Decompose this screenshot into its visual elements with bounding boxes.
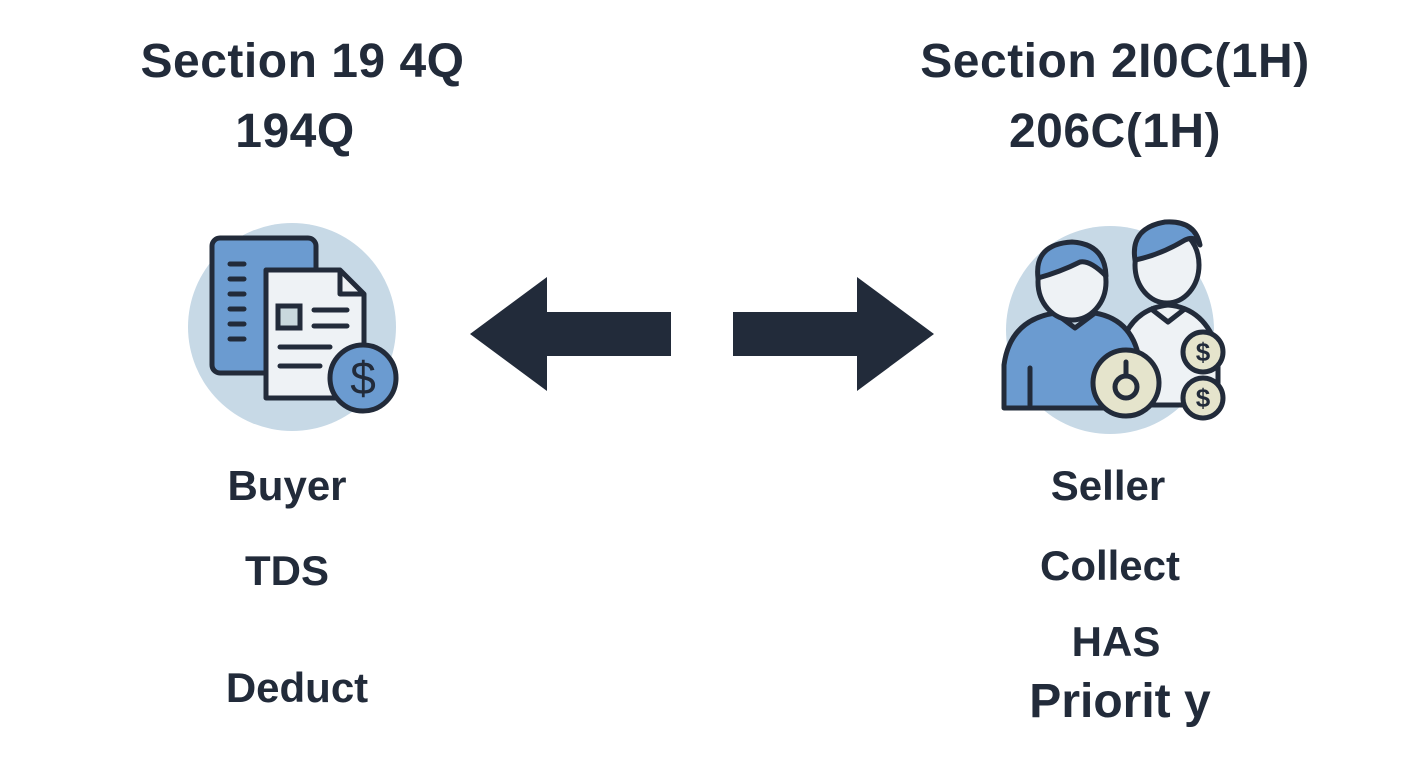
document-with-dollar-icon: $ [188, 223, 399, 431]
left-section-subtitle: 194Q [235, 105, 355, 158]
has-label: HAS [1071, 618, 1161, 665]
svg-text:$: $ [1196, 383, 1211, 413]
buyer-label: Buyer [227, 462, 347, 509]
collect-label: Collect [1039, 542, 1181, 589]
arrow-left-icon [470, 277, 671, 391]
tds-label: TDS [245, 547, 329, 594]
seller-label: Seller [1050, 462, 1166, 509]
svg-text:$: $ [1196, 337, 1211, 367]
arrow-right-icon [733, 277, 934, 391]
svg-text:$: $ [350, 352, 376, 404]
priority-label: Priorit y [1029, 675, 1211, 728]
right-section-title: Section 2I0C(1H) [920, 35, 1310, 88]
people-with-coins-icon: $ $ [1001, 219, 1226, 434]
deduct-label: Deduct [225, 664, 369, 711]
right-section-subtitle: 206C(1H) [1008, 105, 1222, 158]
left-section-title: Section 19 4Q [140, 35, 465, 88]
